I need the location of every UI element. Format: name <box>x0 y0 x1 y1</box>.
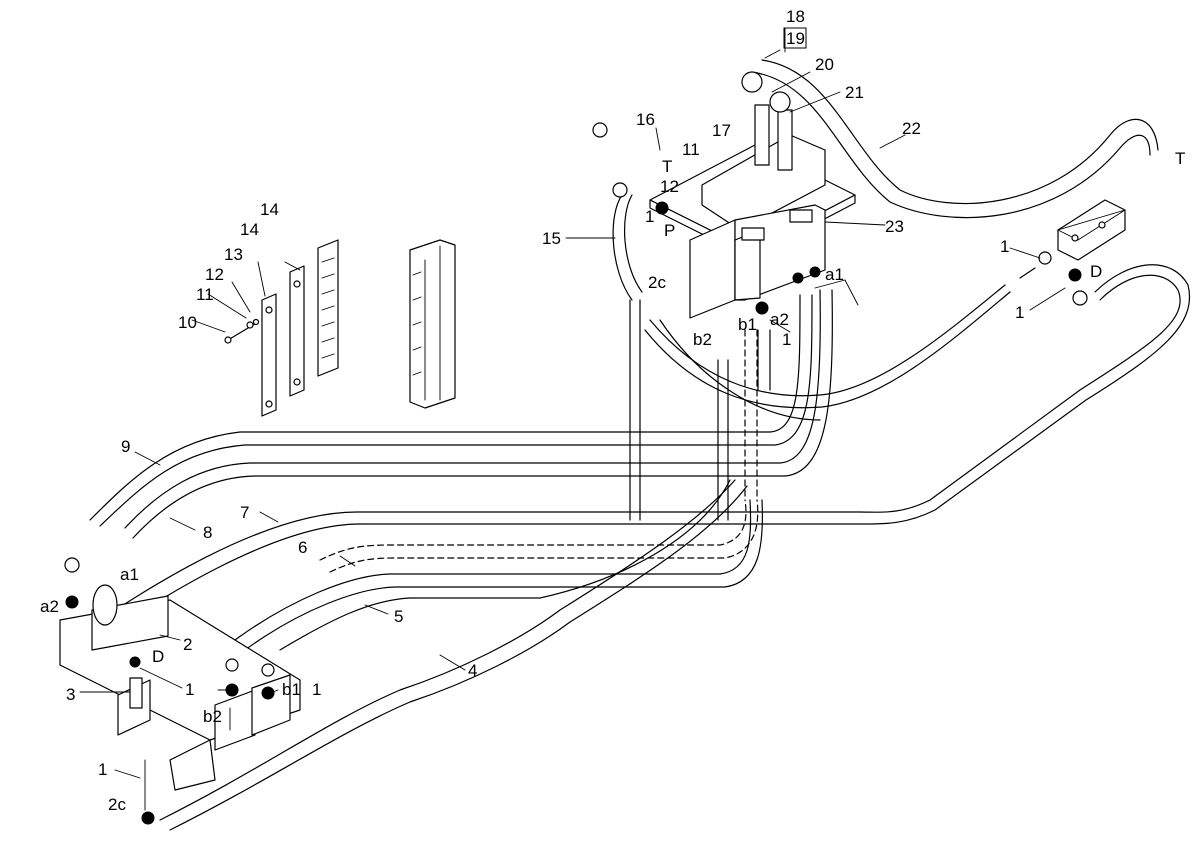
label-t-top: T <box>662 157 672 176</box>
label-d-right: D <box>1090 262 1102 281</box>
label-b2-bottom: b2 <box>203 707 222 726</box>
fittings <box>64 122 1088 825</box>
vertical-pipes <box>629 299 771 521</box>
label-a2-bottom: a2 <box>40 597 59 616</box>
hose-return-right <box>644 284 1011 409</box>
slide-bar-13 <box>261 293 277 417</box>
label-2-bottom: 2 <box>183 635 192 654</box>
label-9: 9 <box>121 437 130 456</box>
label-21: 21 <box>845 83 864 102</box>
hose-22 <box>751 59 1159 219</box>
hose-d-right <box>359 264 1190 525</box>
label-t-right: T <box>1175 149 1185 168</box>
label-19: 19 <box>786 29 805 48</box>
slide-assembly-side <box>409 239 456 409</box>
callout-labels: 18 19 20 21 22 23 16 17 11 T 12 T 1 P 15… <box>40 7 1185 814</box>
label-1-bottom-a: 1 <box>185 680 194 699</box>
label-22: 22 <box>902 119 921 138</box>
slide-bar-14b <box>317 239 339 377</box>
hose-4 <box>159 479 748 831</box>
label-12-left: 12 <box>205 265 224 284</box>
cylinder-block <box>59 584 301 791</box>
label-7: 7 <box>240 503 249 522</box>
hose-6 <box>319 499 759 573</box>
label-d-bottom: D <box>152 647 164 666</box>
label-2c-bottom: 2c <box>108 795 126 814</box>
right-valve-block <box>1056 199 1126 261</box>
label-17: 17 <box>712 121 731 140</box>
slide-bar-14a <box>289 265 305 397</box>
label-20: 20 <box>815 55 834 74</box>
label-1-bottom-b: 1 <box>312 680 321 699</box>
label-14b: 14 <box>240 220 259 239</box>
label-16: 16 <box>636 110 655 129</box>
label-13: 13 <box>224 245 243 264</box>
label-a1-top: a1 <box>825 265 844 284</box>
leader-lines <box>79 27 1066 811</box>
hose-5 <box>234 499 763 651</box>
label-12-top: 12 <box>660 177 679 196</box>
label-14a: 14 <box>260 200 279 219</box>
hose-8 <box>124 289 833 539</box>
label-b1-top: b1 <box>738 315 757 334</box>
hose-15 <box>612 194 643 301</box>
label-4: 4 <box>468 661 477 680</box>
label-a1-bottom: a1 <box>120 565 139 584</box>
hose-9 <box>89 294 813 527</box>
hose-diagonal-to-valve <box>659 267 1036 421</box>
label-23: 23 <box>885 217 904 236</box>
label-b1-bottom: b1 <box>282 680 301 699</box>
control-valve-assembly <box>649 71 856 319</box>
bolt-10 <box>224 318 260 344</box>
label-11-left: 11 <box>196 285 214 304</box>
label-18: 18 <box>786 7 805 26</box>
label-1-bottom-c: 1 <box>98 760 107 779</box>
label-2c-top: 2c <box>648 273 666 292</box>
label-10: 10 <box>178 313 197 332</box>
label-6: 6 <box>298 538 307 557</box>
label-1-p: 1 <box>645 207 654 226</box>
label-3: 3 <box>66 685 75 704</box>
label-15: 15 <box>542 229 561 248</box>
label-19-box <box>783 27 807 49</box>
label-1-right-b: 1 <box>1015 303 1024 322</box>
label-p: P <box>664 221 675 240</box>
label-b2-top: b2 <box>693 330 712 349</box>
label-a2-top: a2 <box>770 310 789 329</box>
label-1-right-a: 1 <box>1000 237 1009 256</box>
label-8: 8 <box>203 523 212 542</box>
label-11-top: 11 <box>682 140 700 159</box>
label-5: 5 <box>394 607 403 626</box>
label-1-top-mid: 1 <box>782 330 791 349</box>
